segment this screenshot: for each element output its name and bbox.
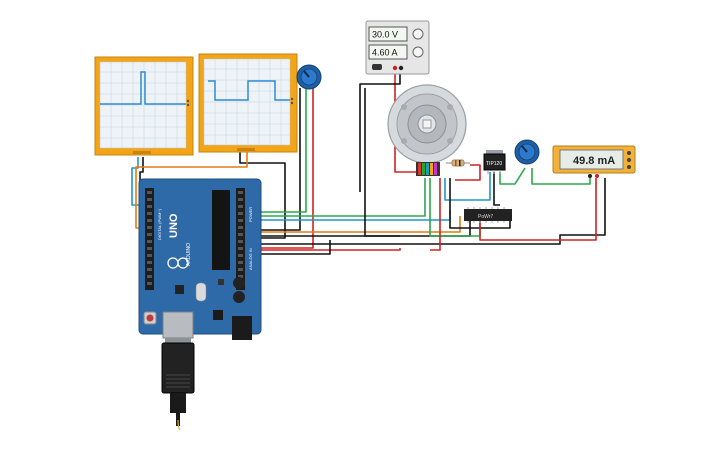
scope-1-trace (100, 71, 186, 105)
oscilloscope-1[interactable] (94, 56, 194, 156)
dc-motor[interactable] (387, 84, 467, 176)
wire[interactable] (479, 178, 597, 241)
wire[interactable] (499, 167, 526, 185)
wire[interactable] (258, 88, 301, 231)
wire[interactable] (258, 88, 307, 213)
arduino-logo (167, 257, 189, 269)
scope-1-grid (100, 62, 186, 148)
transistor[interactable]: TIP120 (483, 150, 506, 174)
wire[interactable] (531, 168, 591, 185)
voltage-display: 30.0 V (372, 30, 398, 40)
wire[interactable] (430, 178, 441, 251)
wire[interactable] (493, 172, 500, 206)
wire[interactable] (258, 88, 314, 249)
board-brand-label: ARDUINO (186, 243, 192, 266)
current-knob[interactable] (412, 46, 424, 58)
wire[interactable] (258, 216, 471, 237)
wire[interactable] (258, 178, 426, 217)
wire[interactable] (131, 157, 148, 206)
wire[interactable] (359, 72, 401, 192)
analog-pins-label: ANALOG IN (248, 248, 253, 270)
wire[interactable] (258, 216, 461, 233)
wire[interactable] (258, 178, 606, 245)
potentiometer-1[interactable] (296, 64, 322, 90)
wire[interactable] (239, 152, 286, 239)
power-supply[interactable]: 30.0 V 4.60 A (365, 20, 430, 75)
multimeter[interactable]: 49.8 mA (552, 145, 636, 178)
driver-ic-label: PoWr7 (478, 214, 493, 220)
power-jack (232, 316, 252, 340)
current-display: 4.60 A (372, 48, 398, 58)
wire[interactable] (455, 164, 481, 181)
potentiometer-2[interactable] (514, 139, 540, 165)
wire[interactable] (364, 88, 400, 237)
voltage-knob[interactable] (412, 28, 424, 40)
driver-ic[interactable]: PoWr7 (464, 207, 512, 223)
usb-cable[interactable] (161, 338, 195, 431)
arduino-uno[interactable]: UNO ARDUINO DIGITAL (PWM~) POWER ANALOG … (138, 178, 262, 340)
digital-pins-label: DIGITAL (PWM~) (157, 208, 162, 240)
wire[interactable] (258, 240, 331, 255)
board-model-label: UNO (168, 213, 180, 238)
resistor[interactable] (446, 159, 470, 167)
meter-display: 49.8 mA (573, 155, 615, 167)
scope-2-trace (208, 80, 290, 101)
usb-port (162, 311, 194, 339)
wires (131, 72, 606, 255)
transistor-label: TIP120 (486, 161, 502, 167)
power-pins-label: POWER (248, 207, 253, 222)
oscilloscope-2[interactable] (198, 53, 298, 153)
output-switch[interactable] (372, 64, 382, 70)
wire[interactable] (444, 172, 491, 201)
wire[interactable] (258, 248, 401, 251)
microcontroller-chip (212, 190, 230, 270)
